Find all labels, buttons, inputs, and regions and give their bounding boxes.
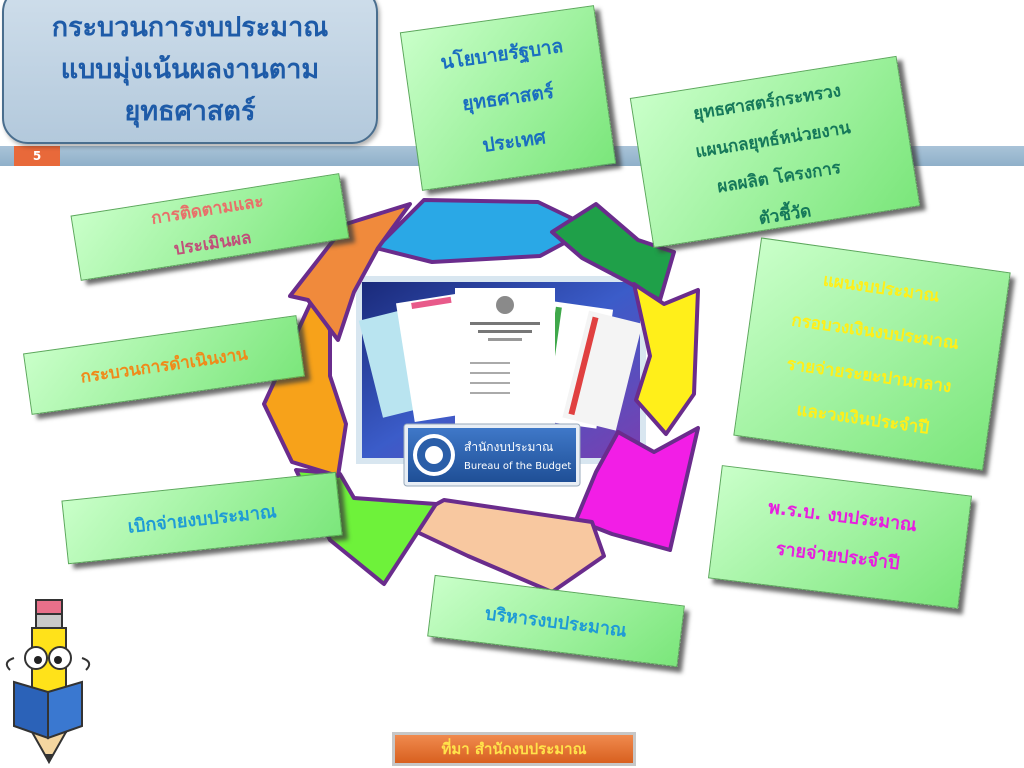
bureau-logo: สำนักงบประมาณ Bureau of the Budget xyxy=(403,423,581,487)
title-line: ยุทธศาสตร์ xyxy=(124,96,256,127)
pencil-mascot-icon xyxy=(0,596,96,768)
arrow-green xyxy=(550,202,676,302)
card-budget-plan: แผนงบประมาณ กรอบวงเงินงบประมาณ รายจ่ายระ… xyxy=(733,237,1011,471)
cycle-arrows xyxy=(262,198,700,594)
card-line: กระบวนการดำเนินงาน xyxy=(79,343,249,388)
page-number: 5 xyxy=(14,146,60,166)
arrow-orange-top xyxy=(288,202,412,342)
arrow-peach xyxy=(398,498,606,594)
title-box: กระบวนการงบประมาณ แบบมุ่งเน้นผลงานตาม ยุ… xyxy=(2,0,378,144)
card-line: บริหารงบประมาณ xyxy=(483,602,628,642)
bureau-name-th: สำนักงบประมาณ xyxy=(464,440,553,454)
arrow-yellow xyxy=(632,282,700,436)
title-line: กระบวนการงบประมาณ xyxy=(51,12,329,43)
card-national-policy: นโยบายรัฐบาล ยุทธศาสตร์ ประเทศ xyxy=(399,5,617,191)
title-line: แบบมุ่งเน้นผลงานตาม xyxy=(60,54,320,85)
bureau-name-en: Bureau of the Budget xyxy=(464,461,571,472)
card-line: เบิกจ่ายงบประมาณ xyxy=(126,500,278,538)
arrow-magenta xyxy=(574,426,700,552)
source-footer: ที่มา สำนักงบประมาณ xyxy=(392,732,636,766)
card-line: ประเทศ xyxy=(481,126,548,157)
